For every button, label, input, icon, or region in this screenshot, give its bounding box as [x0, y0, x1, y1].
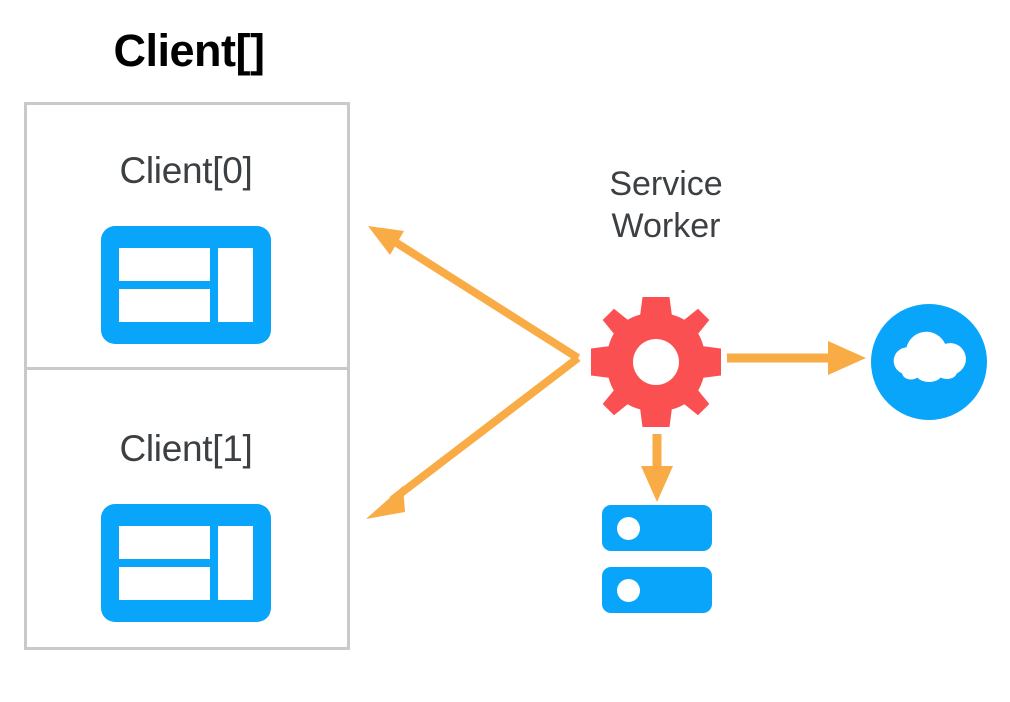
window-pane-right [218, 248, 253, 322]
server-icon [602, 505, 712, 613]
arrow-service-worker-to-server [641, 434, 673, 502]
client-1-label: Client[1] [119, 428, 253, 469]
service-worker-label: Service Worker [566, 163, 766, 247]
cloud-icon [871, 304, 987, 420]
window-pane-top-left [119, 248, 210, 281]
service-worker-label-line2: Worker [611, 207, 721, 246]
client-0-label: Client[0] [119, 150, 253, 191]
service-worker-label-line1: Service [609, 165, 723, 203]
arrow-service-worker-to-client-1 [366, 354, 581, 519]
server-led-icon [617, 517, 640, 540]
arrow-service-worker-to-client-0 [368, 226, 581, 362]
window-pane-right [218, 526, 253, 600]
window-pane-bottom-left [119, 289, 210, 322]
browser-window-icon [101, 504, 271, 622]
arrow-service-worker-to-cloud [727, 341, 866, 375]
server-led-icon [617, 579, 640, 602]
clients-container [24, 102, 350, 650]
window-pane-bottom-left [119, 567, 210, 600]
server-bay-top [602, 505, 712, 551]
window-pane-top-left [119, 526, 210, 559]
page-title: Client[] [113, 25, 265, 76]
server-bay-bottom [602, 567, 712, 613]
browser-window-icon [101, 226, 271, 344]
gear-icon [591, 297, 721, 427]
clients-divider [24, 367, 350, 370]
